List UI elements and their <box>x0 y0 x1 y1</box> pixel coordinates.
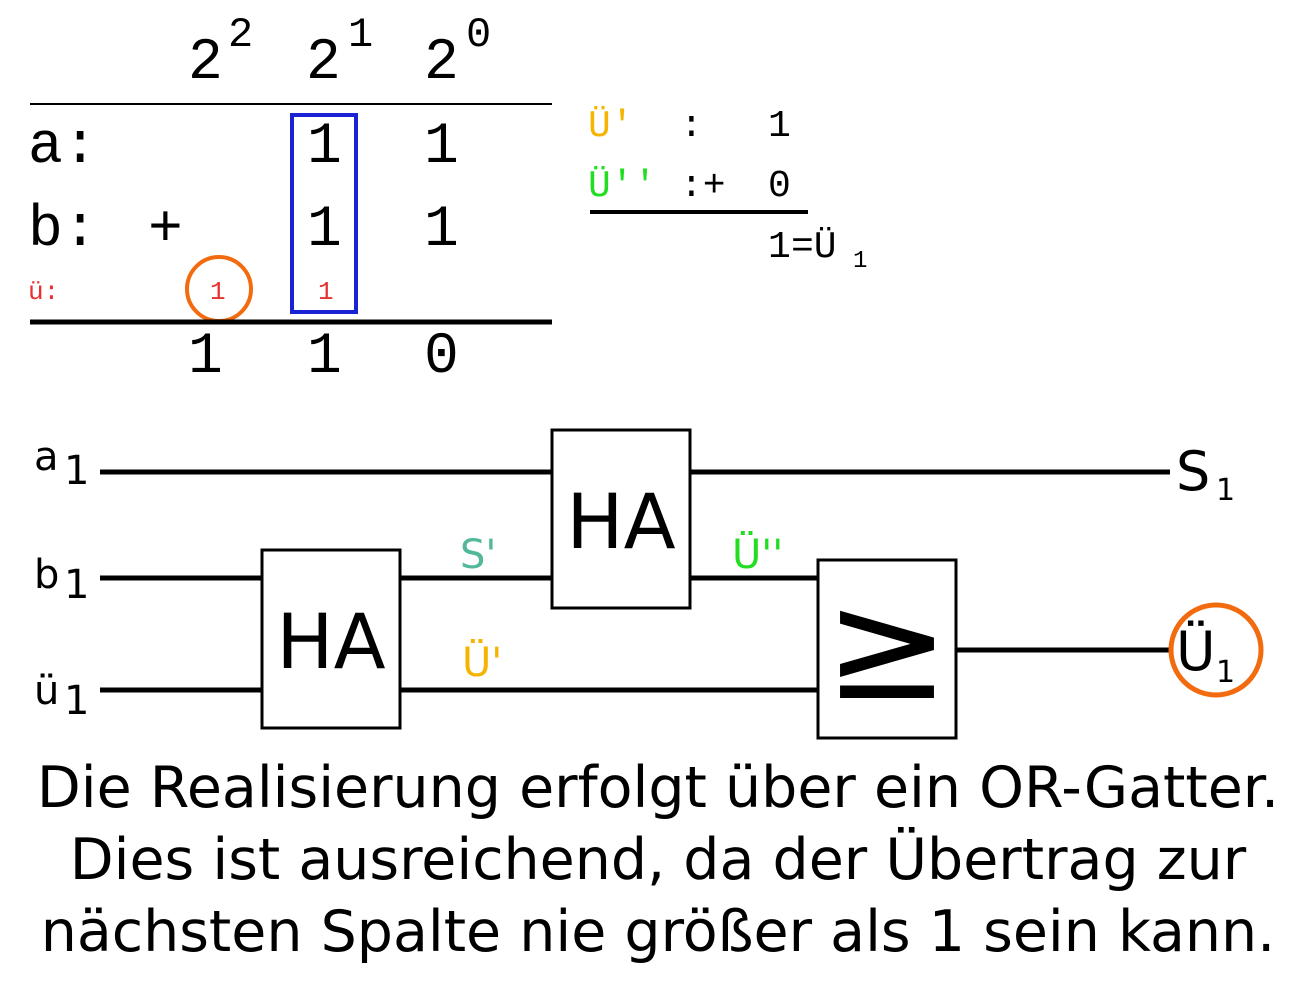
row-carry-digit-2: 1 <box>210 277 226 307</box>
row-a-digit-0: 1 <box>424 115 459 180</box>
row-a-digit-1: 1 <box>307 115 342 180</box>
row-b-plus: + <box>148 198 183 263</box>
input-u-name: ü <box>34 668 59 714</box>
input-b-sub: 1 <box>64 562 89 608</box>
power-exp-0: 0 <box>466 11 491 59</box>
power-exp-1: 1 <box>348 11 373 59</box>
or-gate-symbol: ≥ <box>824 560 950 734</box>
output-carry-sub: 1 <box>1216 655 1235 690</box>
power-exp-2: 2 <box>228 11 253 59</box>
side-sum: Ü' : 1 Ü'' :+ 0 1 =Ü 1 <box>588 104 867 275</box>
caption-line-3: nächsten Spalte nie größer als 1 sein ka… <box>40 899 1276 965</box>
output-sum-sub: 1 <box>1216 473 1235 508</box>
signal-u-prime: Ü' <box>462 638 502 686</box>
side-u-double-label: Ü'' <box>588 164 656 208</box>
input-a-sub: 1 <box>64 448 89 494</box>
side-result-eq: =Ü <box>791 225 837 269</box>
side-u-double-sep: :+ <box>680 165 726 208</box>
row-b-label: b: <box>28 198 98 263</box>
caption: Die Realisierung erfolgt über ein OR-Gat… <box>0 752 1316 968</box>
half-adder-2 <box>550 428 692 610</box>
caption-line-2: Dies ist ausreichend, da der Übertrag zu… <box>69 827 1247 893</box>
input-a-name: a <box>34 434 59 480</box>
side-u-prime-label: Ü' <box>588 104 634 148</box>
side-result-sub: 1 <box>853 248 867 275</box>
row-carry-label: ü: <box>28 277 59 307</box>
row-b-digit-0: 1 <box>424 198 459 263</box>
output-carry-name: Ü <box>1176 620 1216 683</box>
side-result-value: 1 <box>768 226 791 269</box>
side-u-prime-value: 1 <box>768 105 791 148</box>
result-digit-1: 1 <box>307 325 342 390</box>
output-carry-circle <box>1168 602 1264 698</box>
caption-line-1: Die Realisierung erfolgt über ein OR-Gat… <box>36 755 1280 821</box>
power-base-0: 2 <box>424 31 459 96</box>
power-base-2: 2 <box>188 31 223 96</box>
circuit: HA HA ≥ a 1 b 1 ü 1 S' Ü'' Ü' S 1 Ü 1 <box>34 428 1264 740</box>
input-b-name: b <box>34 552 59 598</box>
input-u-sub: 1 <box>64 678 89 724</box>
row-a-label: a: <box>28 115 98 180</box>
output-sum-name: S <box>1176 440 1210 503</box>
signal-u-double-prime: Ü'' <box>732 530 783 578</box>
side-u-prime-sep: : <box>680 105 703 148</box>
result-digit-0: 0 <box>424 325 459 390</box>
or-gate <box>816 558 958 740</box>
signal-s-prime: S' <box>460 532 496 578</box>
row-carry-digit-1: 1 <box>318 277 334 307</box>
result-digit-2: 1 <box>188 325 223 390</box>
addition-table: 2 2 2 1 2 0 a: 1 1 b: + 1 1 ü: 1 1 1 1 0 <box>28 11 552 390</box>
power-base-1: 2 <box>306 31 341 96</box>
half-adder-1 <box>260 548 402 730</box>
row-b-digit-1: 1 <box>307 198 342 263</box>
half-adder-2-label: HA <box>566 477 675 566</box>
half-adder-1-label: HA <box>276 597 385 686</box>
side-u-double-value: 0 <box>768 165 791 208</box>
column-highlight-box <box>290 113 358 314</box>
